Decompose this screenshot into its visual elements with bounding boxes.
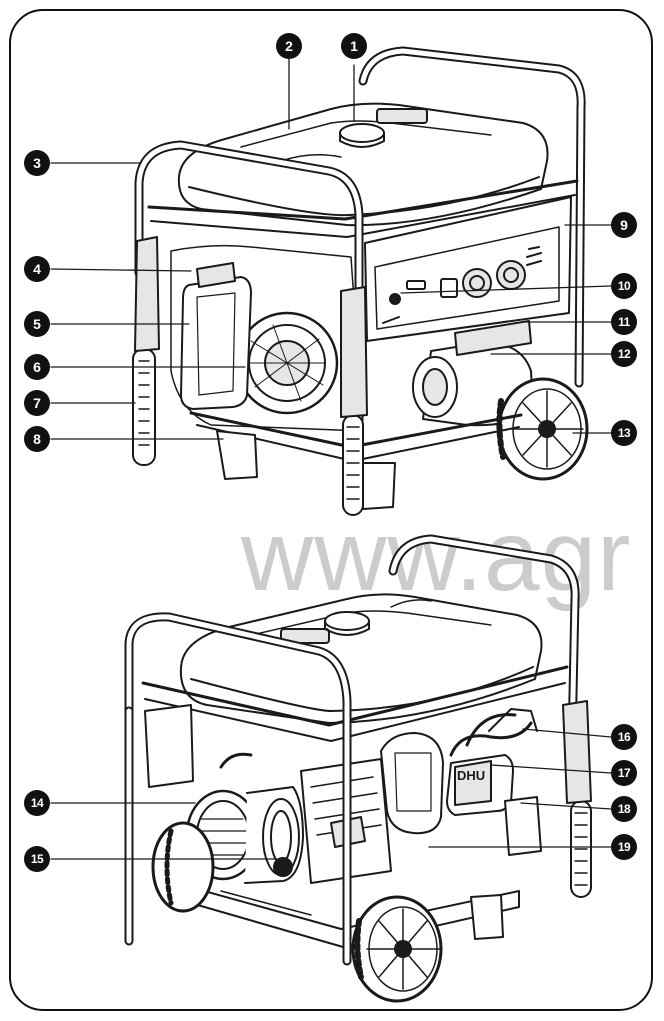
callout-16: 16 (611, 724, 637, 750)
tank-handle (376, 108, 428, 124)
callout-3: 3 (24, 150, 50, 176)
handle-bracket-right (340, 286, 368, 418)
dc-outlet (440, 278, 458, 298)
leader-lines (50, 56, 612, 860)
top-generator (132, 46, 589, 516)
callout-8: 8 (24, 426, 50, 452)
diagram-frame: www.agr (9, 9, 653, 1011)
fuel-filter (504, 796, 542, 856)
panel-switch (389, 293, 401, 305)
callout-14: 14 (24, 790, 50, 816)
bottom-generator (124, 534, 592, 1003)
callout-7: 7 (24, 390, 50, 416)
oil-drain (273, 857, 293, 877)
generator-illustration (50, 46, 612, 1003)
fuel-cap-rear (324, 611, 370, 631)
callout-5: 5 (24, 311, 50, 337)
callout-2: 2 (276, 33, 302, 59)
meter (406, 280, 426, 290)
handle-bracket-left (134, 236, 160, 352)
handle-grip-right (342, 414, 364, 516)
callout-10: 10 (611, 273, 637, 299)
callout-1: 1 (341, 33, 367, 59)
callout-6: 6 (24, 354, 50, 380)
tank-handle-rear (280, 628, 330, 644)
callout-9: 9 (611, 212, 637, 238)
alternator-cover (454, 320, 532, 356)
callout-12: 12 (611, 341, 637, 367)
callout-15: 15 (24, 846, 50, 872)
muffler (380, 732, 444, 835)
outlet-2 (496, 260, 526, 290)
callout-19: 19 (611, 834, 637, 860)
fuel-tank (177, 102, 549, 227)
engine-brand-label: DHU (457, 768, 486, 783)
callout-13: 13 (611, 420, 637, 446)
choke-lever (196, 262, 236, 288)
outlet-1 (462, 268, 492, 298)
foot-left (216, 430, 258, 480)
fuel-cap (339, 123, 385, 143)
callout-11: 11 (611, 309, 637, 335)
air-filter (180, 276, 252, 410)
callout-17: 17 (611, 760, 637, 786)
watermark-text: www.agr (241, 500, 632, 612)
callout-18: 18 (611, 796, 637, 822)
frame-top-bar (147, 179, 579, 221)
callout-4: 4 (24, 256, 50, 282)
base-plate (160, 878, 520, 948)
